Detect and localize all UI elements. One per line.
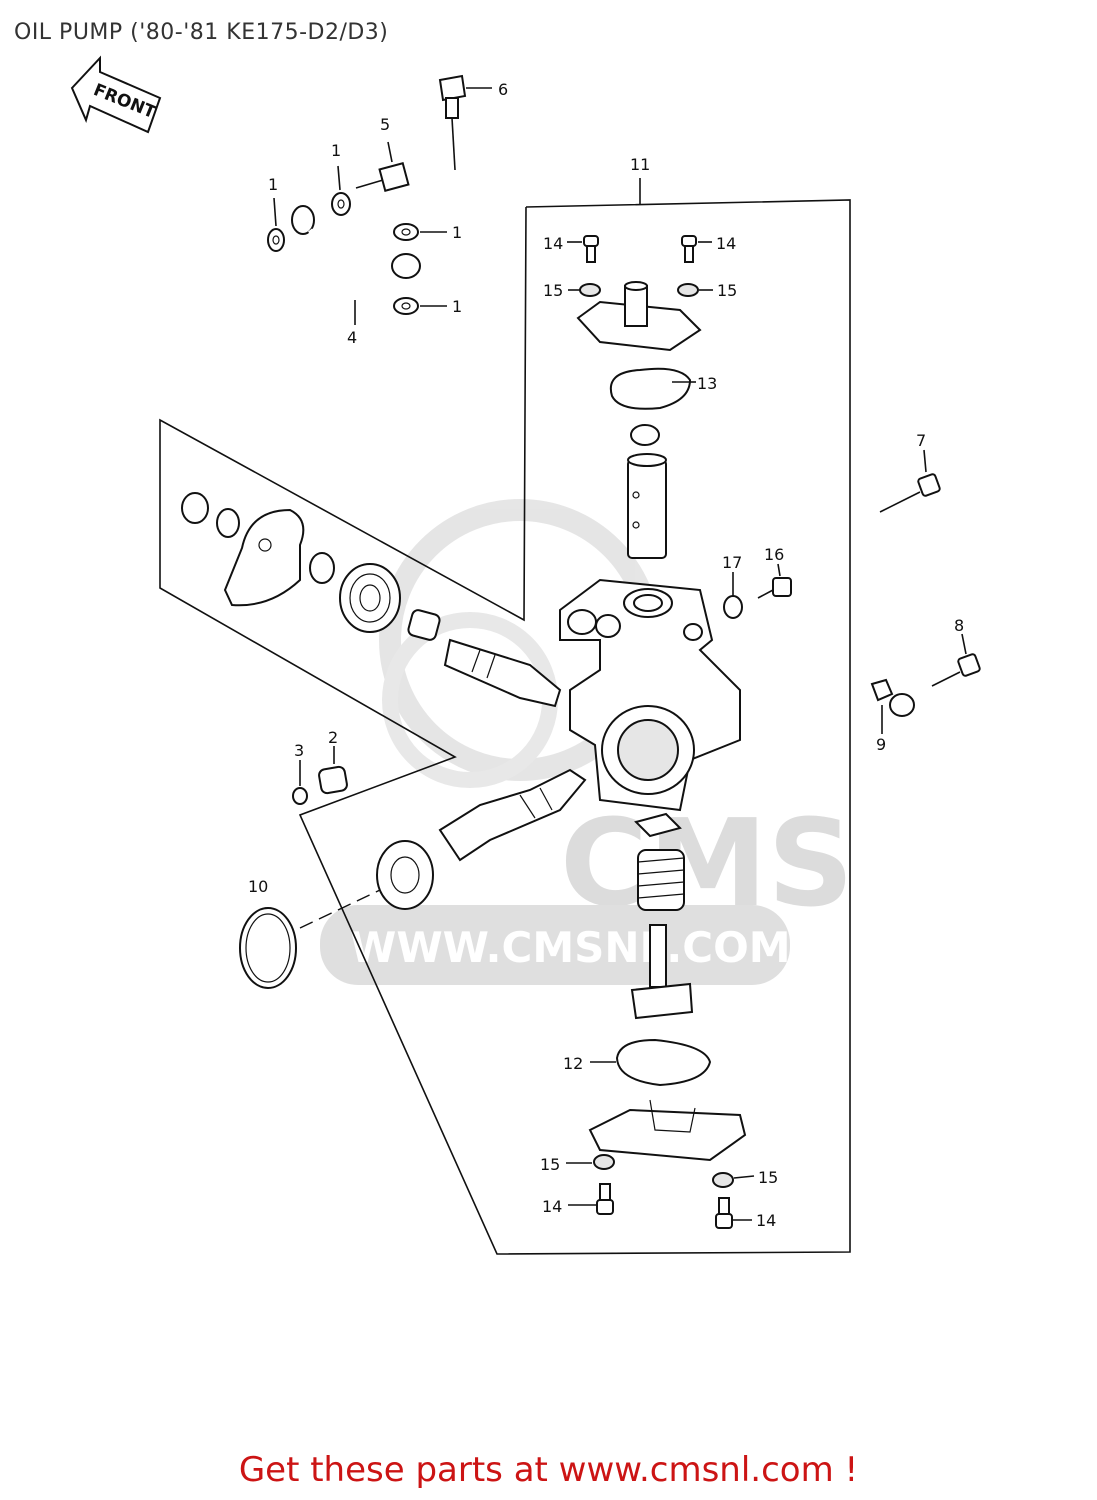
callout-7: 7 bbox=[916, 431, 926, 450]
screw-16 bbox=[757, 563, 792, 599]
bottom-cover bbox=[588, 1099, 747, 1162]
gasket-13 bbox=[609, 367, 696, 410]
washer-15a bbox=[568, 283, 601, 297]
collar-2 bbox=[318, 746, 348, 795]
front-arrow-icon: FRONT bbox=[70, 55, 162, 134]
callout-10: 10 bbox=[248, 877, 268, 896]
lever-assembly bbox=[181, 492, 441, 641]
callout-14: 14 bbox=[756, 1211, 776, 1230]
footer-link-text[interactable]: Get these parts at www.cmsnl.com ! bbox=[238, 1450, 859, 1490]
callout-15: 15 bbox=[540, 1155, 560, 1174]
screw-14a bbox=[567, 235, 599, 263]
callout-1: 1 bbox=[452, 297, 462, 316]
callout-6: 6 bbox=[498, 80, 508, 99]
washer-17 bbox=[723, 572, 743, 619]
page-title: OIL PUMP ('80-'81 KE175-D2/D3) bbox=[14, 20, 389, 45]
watermark: CMS WWW.CMSNL.COM bbox=[320, 499, 854, 985]
pump-shaft bbox=[443, 638, 562, 708]
watermark-url: WWW.CMSNL.COM bbox=[350, 923, 791, 972]
callout-9: 9 bbox=[876, 735, 886, 754]
pump-body bbox=[559, 578, 741, 812]
washer-1a bbox=[331, 165, 351, 216]
callout-13: 13 bbox=[697, 374, 717, 393]
bolt-5 bbox=[355, 141, 410, 192]
washer-1c bbox=[393, 223, 447, 241]
callout-15: 15 bbox=[543, 281, 563, 300]
spring bbox=[634, 812, 685, 911]
washer-15b bbox=[677, 283, 713, 297]
washer-15d bbox=[712, 1172, 755, 1188]
nut-3 bbox=[292, 760, 308, 805]
callout-1: 1 bbox=[331, 141, 341, 160]
clamp-9 bbox=[870, 678, 915, 734]
callout-2: 2 bbox=[328, 728, 338, 747]
oil-seal bbox=[376, 840, 434, 910]
callout-1: 1 bbox=[452, 223, 462, 242]
callout-16: 16 bbox=[764, 545, 784, 564]
callout-15: 15 bbox=[717, 281, 737, 300]
callout-15: 15 bbox=[758, 1168, 778, 1187]
callout-14: 14 bbox=[542, 1197, 562, 1216]
callout-12: 12 bbox=[563, 1054, 583, 1073]
callout-1: 1 bbox=[268, 175, 278, 194]
washer-1d bbox=[393, 297, 447, 315]
callout-3: 3 bbox=[294, 741, 304, 760]
washer-1b bbox=[267, 197, 285, 252]
callout-5: 5 bbox=[380, 115, 390, 134]
assembly-frame bbox=[159, 199, 851, 1255]
bolt-6 bbox=[438, 74, 492, 171]
washer-15c bbox=[566, 1154, 615, 1170]
top-cover bbox=[576, 281, 702, 352]
callout-4: 4 bbox=[347, 328, 357, 347]
o-ring-10 bbox=[239, 889, 381, 989]
callout-8: 8 bbox=[954, 616, 964, 635]
callout-11: 11 bbox=[630, 155, 650, 174]
screw-14d bbox=[715, 1197, 752, 1229]
screw-14b bbox=[681, 235, 712, 263]
callout-17: 17 bbox=[722, 553, 742, 572]
bolt-8 bbox=[931, 633, 981, 687]
lower-plunger bbox=[438, 768, 587, 862]
callout-14: 14 bbox=[716, 234, 736, 253]
bolt-7 bbox=[879, 449, 941, 513]
gasket-12 bbox=[590, 1038, 712, 1087]
screw-14c bbox=[568, 1183, 614, 1215]
callout-14: 14 bbox=[543, 234, 563, 253]
plunger bbox=[627, 424, 667, 559]
oil-pipe-4 bbox=[291, 205, 421, 325]
drive-gear bbox=[630, 924, 694, 1020]
